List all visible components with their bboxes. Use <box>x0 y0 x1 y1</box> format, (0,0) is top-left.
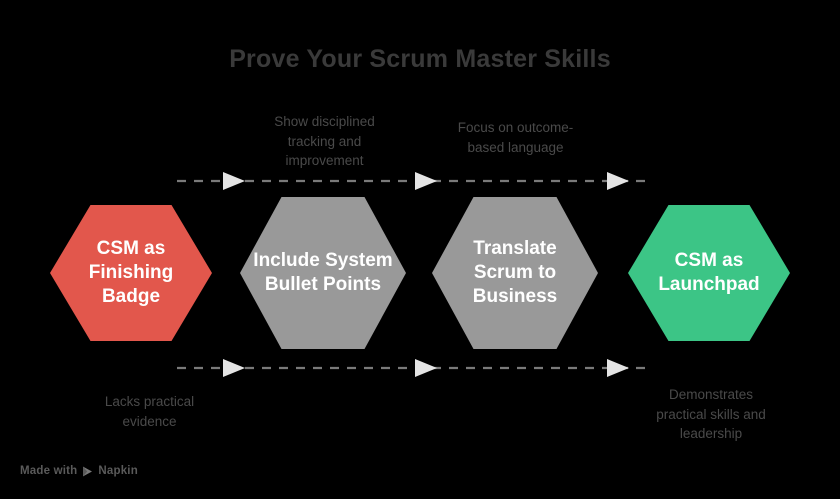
node-label: CSM as Finishing Badge <box>88 237 174 308</box>
arrowhead-icon <box>415 172 437 190</box>
annotation-bottom-2: Demonstrates practical skills and leader… <box>656 387 766 442</box>
node-csm-finishing-badge[interactable]: CSM as Finishing Badge <box>50 205 212 341</box>
arrowhead-icon <box>607 359 629 377</box>
node-label: CSM as Launchpad <box>658 249 760 295</box>
node-csm-launchpad[interactable]: CSM as Launchpad <box>628 205 790 341</box>
node-label: Translate Scrum to Business <box>472 237 558 308</box>
connector-rail-top <box>175 170 655 192</box>
arrowhead-icon <box>223 359 245 377</box>
napkin-brand-label: Napkin <box>98 465 138 477</box>
page-title: Prove Your Scrum Master Skills <box>229 45 611 73</box>
node-label: Include System Bullet Points <box>253 249 393 295</box>
made-with-napkin-watermark[interactable]: Made with Napkin <box>20 465 138 477</box>
connector-rail-bottom <box>175 357 655 379</box>
node-include-system-bullet-points[interactable]: Include System Bullet Points <box>240 197 406 349</box>
arrowhead-icon <box>223 172 245 190</box>
node-translate-scrum-to-business[interactable]: Translate Scrum to Business <box>432 197 598 349</box>
annotation-top-2: Focus on outcome- based language <box>457 120 574 155</box>
arrowhead-icon <box>607 172 629 190</box>
connector-rail-bottom-svg <box>177 359 653 377</box>
annotation-top-1: Show disciplined tracking and improvemen… <box>274 114 375 169</box>
connector-rail-top-svg <box>177 172 653 190</box>
arrowhead-icon <box>415 359 437 377</box>
annotation-bottom-1: Lacks practical evidence <box>104 394 195 429</box>
made-with-label: Made with <box>20 465 78 477</box>
napkin-play-icon <box>82 466 93 477</box>
